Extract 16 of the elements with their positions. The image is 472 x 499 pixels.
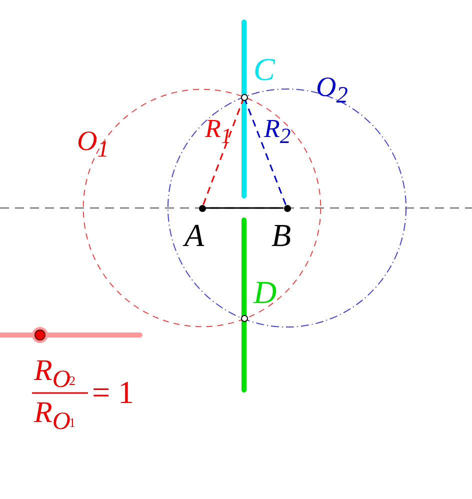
formula-text: = 1	[92, 376, 134, 408]
line-segment	[244, 100, 286, 205]
formula-text: 1	[69, 416, 76, 429]
point-label: D	[254, 276, 277, 308]
edge-label: R$_{2}$	[264, 116, 291, 148]
formula-text: 2	[69, 374, 76, 387]
edge-label: R$_{1}$	[205, 116, 232, 148]
formula-text: R$_{O}$	[34, 398, 70, 434]
line-segment	[202, 100, 244, 205]
circle-label: O$_{1}$	[77, 128, 109, 162]
line-segment	[206, 207, 284, 209]
circle-label: O$_{2}$	[316, 74, 348, 108]
point-label: A	[184, 218, 204, 250]
point-label: C	[254, 52, 275, 84]
point-label: B	[272, 218, 292, 250]
formula-text: R$_{O}$	[34, 356, 70, 392]
